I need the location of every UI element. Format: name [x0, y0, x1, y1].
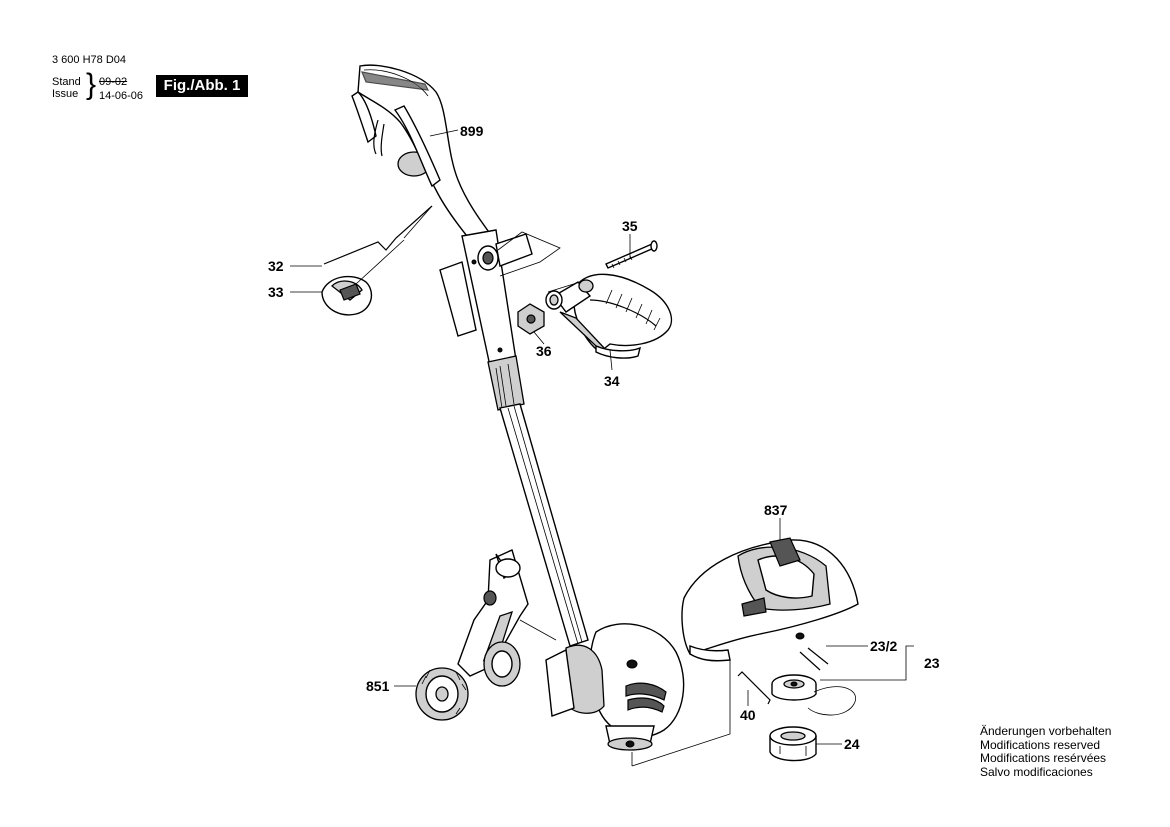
knob-36-drawing: [517, 290, 563, 335]
cap-24-drawing: [769, 726, 817, 762]
callout-36: 36: [536, 343, 552, 359]
callout-851: 851: [366, 678, 390, 694]
callout-23: 23: [924, 655, 940, 671]
note-en: Modifications reserved: [980, 737, 1101, 752]
spring-32-drawing: [323, 205, 433, 265]
note-es: Salvo modificaciones: [980, 764, 1093, 779]
callout-24: 24: [844, 736, 860, 752]
main-handle-drawing: [351, 64, 501, 264]
callout-32: 32: [268, 258, 284, 274]
upper-shaft-drawing: [439, 229, 533, 411]
callout-33: 33: [268, 284, 284, 300]
screw-35-drawing: [605, 240, 658, 269]
callout-899: 899: [460, 123, 484, 139]
stand-label: Stand: [52, 76, 81, 88]
aux-handle-drawing: [552, 273, 673, 359]
modification-notes: Änderungen vorbehalten Modifications res…: [980, 724, 1112, 779]
leader-lines: [290, 129, 914, 767]
note-fr: Modifications resérvées: [980, 751, 1107, 765]
guard-837-drawing: [681, 537, 859, 662]
telescopic-tube-drawing: [499, 403, 589, 647]
callout-23-2: 23/2: [870, 638, 897, 654]
spool-23-drawing: [771, 674, 856, 716]
line-23-2-drawing: [799, 647, 829, 671]
clip-33-drawing: [321, 275, 373, 316]
motor-housing-drawing: [545, 623, 685, 751]
callout-837: 837: [764, 502, 788, 518]
issue-date: 14-06-06: [99, 90, 144, 102]
issue-label: Issue: [52, 88, 79, 100]
old-date: 09-02: [99, 76, 128, 88]
callout-35: 35: [622, 218, 638, 234]
wheel-guide-851-drawing: [415, 549, 529, 721]
callout-34: 34: [604, 373, 620, 389]
brace-icon: }: [86, 68, 97, 101]
document-number: 3 600 H78 D04: [52, 54, 126, 66]
note-de: Änderungen vorbehalten: [980, 724, 1112, 738]
callout-40: 40: [740, 707, 756, 723]
wire-40-drawing: [737, 671, 771, 705]
figure-label: Fig./Abb. 1: [156, 75, 248, 97]
